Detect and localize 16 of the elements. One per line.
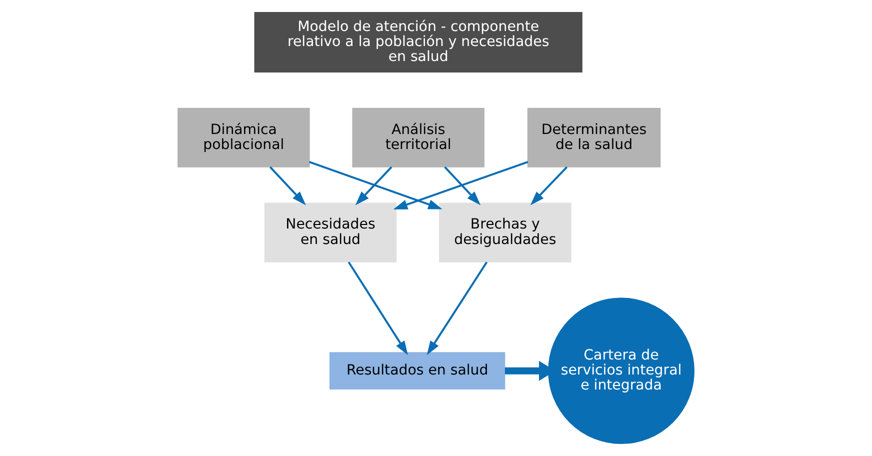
node-box: Brechas y desigualdades bbox=[439, 202, 572, 262]
arrow bbox=[530, 166, 568, 206]
arrow bbox=[393, 161, 528, 210]
node-box: Modelo de atención - componente relativo a la población y necesidades en salud bbox=[254, 12, 582, 73]
arrow bbox=[269, 166, 306, 206]
arrow bbox=[444, 166, 481, 206]
node-box: Necesidades en salud bbox=[264, 202, 397, 262]
arrow bbox=[308, 161, 442, 210]
node-circle: Cartera de servicios integral e integrada bbox=[548, 298, 694, 444]
node-box: Análisis territorial bbox=[352, 108, 484, 168]
node-box: Determinantes de la salud bbox=[527, 108, 661, 168]
node-box: Dinámica poblacional bbox=[178, 108, 310, 168]
arrow bbox=[426, 262, 488, 356]
arrow bbox=[348, 262, 408, 356]
arrow bbox=[355, 166, 392, 206]
node-box: Resultados en salud bbox=[329, 352, 506, 390]
